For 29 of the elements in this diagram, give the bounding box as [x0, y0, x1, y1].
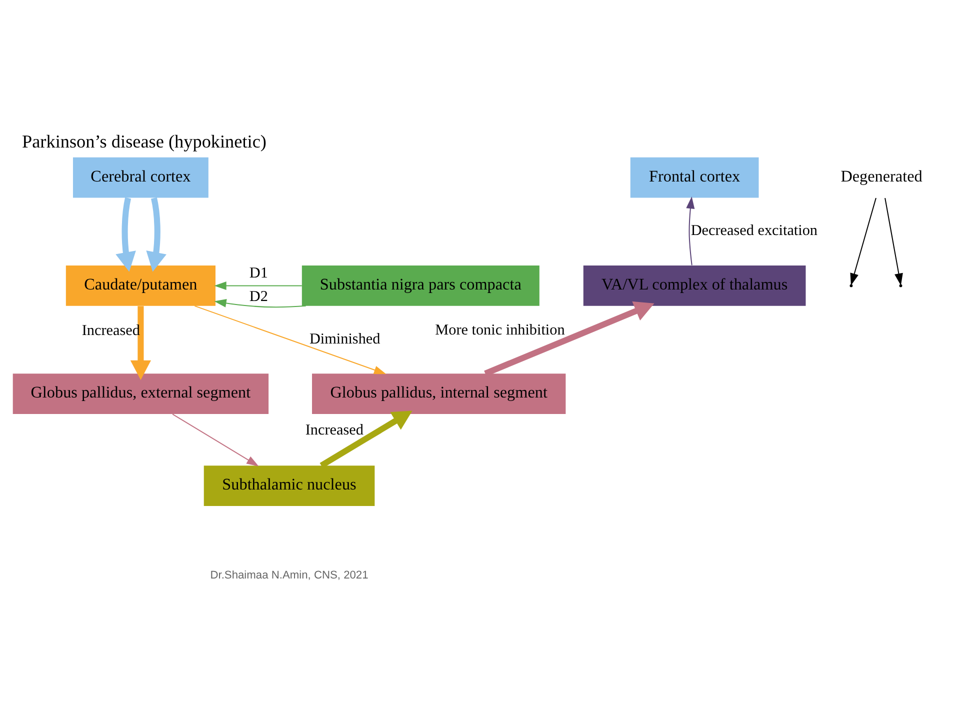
node-box: VA/VL complex of thalamus [583, 265, 806, 306]
edge-label: Decreased excitation [690, 222, 818, 240]
node-box: Substantia nigra pars compacta [302, 265, 540, 306]
node-box: Cerebral cortex [72, 157, 208, 198]
arrow [686, 196, 695, 266]
arrow [214, 298, 306, 308]
arrow [884, 198, 903, 286]
node-box: Frontal cortex [630, 157, 759, 198]
edge-label: Diminished [309, 330, 380, 348]
arrow [130, 306, 152, 380]
diagram-title: Parkinson’s disease (hypokinetic) [22, 132, 266, 152]
node-box: Globus pallidus, external segment [12, 374, 269, 414]
arrow [850, 198, 876, 286]
edge-label: Increased [305, 422, 364, 439]
edge-label: D1 [249, 264, 268, 282]
arrow [194, 305, 386, 374]
node-box: Subthalamic nucleus [204, 466, 375, 506]
node-text: Degenerated [840, 168, 922, 186]
node-box: Globus pallidus, internal segment [312, 374, 566, 414]
arrow [146, 197, 166, 272]
arrow [484, 301, 654, 376]
arrow [116, 197, 136, 272]
arrow [172, 414, 259, 466]
label: Dr.Shaimaa N.Amin, CNS, 2021 [210, 570, 368, 582]
edge-label: More tonic inhibition [435, 322, 565, 339]
edge-label: D2 [249, 288, 268, 305]
arrow [214, 281, 302, 290]
arrow [320, 410, 412, 468]
node-box: Caudate/putamen [66, 265, 216, 306]
